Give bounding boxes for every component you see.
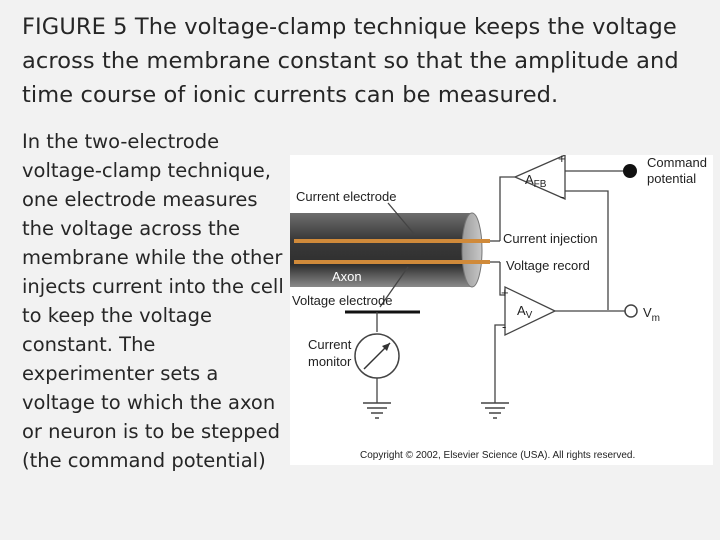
label-axon: Axon: [332, 269, 362, 284]
ground-symbol-right: [481, 402, 509, 419]
command-potential-terminal: [623, 164, 637, 178]
afb-minus-sign: -: [560, 189, 564, 204]
voltage-clamp-diagram: Current electrode Axon Voltage electrode…: [290, 155, 707, 461]
label-afb: AFB: [525, 172, 547, 190]
afb-plus-sign: +: [558, 155, 566, 166]
label-voltage-record: Voltage record: [506, 258, 590, 273]
av-minus-sign: -: [502, 319, 506, 334]
label-vm: Vm: [643, 305, 660, 324]
voltage-amplifier: [504, 285, 557, 337]
ground-symbol-left: [363, 402, 391, 419]
av-plus-sign: +: [501, 285, 509, 300]
feedback-amplifier: [513, 155, 566, 200]
label-current-injection: Current injection: [503, 231, 598, 246]
label-current-monitor-line1: Current: [308, 337, 352, 352]
current-monitor-meter: [354, 333, 400, 379]
label-voltage-electrode: Voltage electrode: [292, 293, 392, 308]
label-current-monitor-line2: monitor: [308, 354, 352, 369]
label-av: AV: [517, 303, 533, 321]
label-command-line2: potential: [647, 171, 696, 186]
label-command-line1: Command: [647, 155, 707, 170]
figure-copyright: Copyright © 2002, Elsevier Science (USA)…: [360, 450, 635, 461]
slide-title: FIGURE 5 The voltage-clamp technique kee…: [22, 14, 679, 108]
vm-output-terminal: [624, 304, 638, 318]
label-current-electrode: Current electrode: [296, 189, 396, 204]
slide-body-text: In the two-electrode voltage-clamp techn…: [22, 130, 284, 472]
voltage-clamp-figure: Current electrode Axon Voltage electrode…: [290, 155, 713, 465]
axon-cylinder: [290, 212, 483, 288]
